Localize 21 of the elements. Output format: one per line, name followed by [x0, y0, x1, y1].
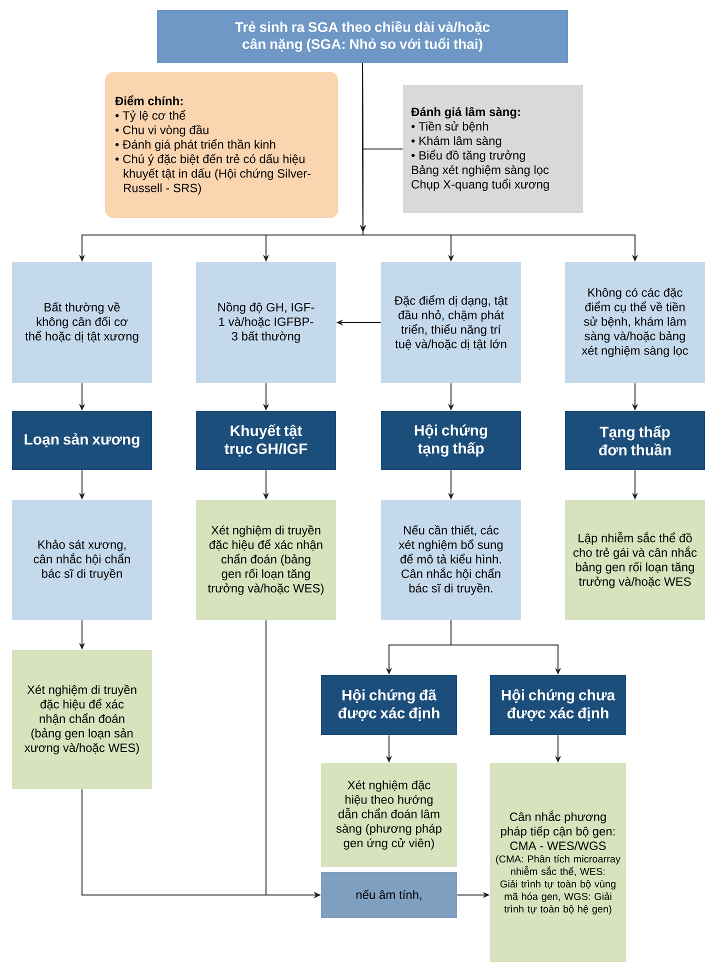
diagnosis-box: Khuyết tật trục GH/IGF	[196, 411, 336, 470]
step-box: Khảo sát xương, cân nhắc hội chẩn bác sĩ di truyền	[12, 500, 152, 620]
condition-box: Nồng độ GH, IGF-1 và/hoặc IGFBP-3 bất thường	[196, 262, 336, 383]
test-box: Cân nhắc phương pháp tiếp cận bộ gen: CMA - WES/WGS (CMA: Phân tích microarray nhiễm sắc thể, WES: Giải trình tự toàn bộ vùng mã hóa gen, WGS: Giải trình tự toàn bộ hệ gen)	[490, 763, 626, 962]
test-box: Xét nghiệm đặc hiệu theo hướng dẫn chẩn đoán lâm sàng (phương pháp gen ứng cử viên)	[321, 763, 457, 867]
diagnosis-box: Hội chứng tạng thấp	[381, 411, 521, 470]
title-box: Trẻ sinh ra SGA theo chiều dài và/hoặc cân nặng (SGA: Nhỏ so với tuổi thai)	[157, 10, 568, 63]
condition-box: Không có các đặc điểm cụ thể về tiền sử bệnh, khám lâm sàng và/hoặc bảng xét nghiệm sàng lọc	[565, 262, 705, 383]
condition-box: nếu âm tính,	[321, 872, 457, 918]
condition-box: Đặc điểm dị dạng, tật đầu nhỏ, chậm phát triển, thiểu năng trí tuệ và/hoặc dị tật lớn	[381, 262, 521, 383]
step-box: Nếu cần thiết, các xét nghiệm bổ sung để mô tả kiểu hình. Cân nhắc hội chẩn bác sĩ di truyền.	[381, 500, 521, 620]
diagnosis-box: Hội chứng chưa được xác định	[490, 675, 626, 735]
diagnosis-box: Loạn sản xương	[12, 411, 152, 470]
diagnosis-box: Tạng thấp đơn thuần	[565, 411, 705, 470]
test-box: Lập nhiễm sắc thể đồ cho trẻ gái và cân nhắc bảng gen rối loạn tăng trưởng và/hoặc WES	[565, 500, 705, 620]
note-box: Đánh giá lâm sàng: • Tiền sử bệnh • Khám lâm sàng • Biểu đồ tăng trưởng Bảng xét nghiệm sàng lọc Chụp X-quang tuổi xương	[403, 85, 583, 213]
test-box: Xét nghiệm di truyền đặc hiệu để xác nhận chẩn đoán (bảng gen loạn sản xương và/hoặc WES)	[12, 650, 152, 789]
note-box: Điểm chính: • Tỷ lệ cơ thể • Chu vi vòng đầu • Đánh giá phát triển thần kinh • Chú ý đặc biệt đến trẻ có dấu hiệu khuyết tật in dấu (Hội chứng Silver-Russell - SRS)	[105, 72, 338, 218]
diagnosis-box: Hội chứng đã được xác định	[321, 675, 457, 735]
condition-box: Bất thường về không cân đối cơ thể hoặc dị tật xương	[12, 262, 152, 383]
test-box: Xét nghiệm di truyền đặc hiệu để xác nhận chẩn đoán (bảng gen rối loạn tăng trưởng và/hoặc WES)	[196, 500, 336, 620]
